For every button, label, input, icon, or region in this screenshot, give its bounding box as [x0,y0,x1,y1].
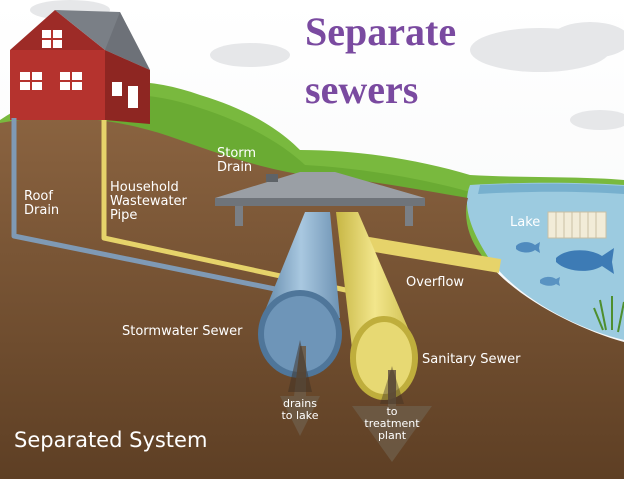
label-lake: Lake [510,215,541,230]
label-household-line-3: Pipe [110,208,138,223]
label-storm-drain-line-2: Drain [217,160,253,175]
label-drains-to-lake: drains to lake [272,398,328,422]
label-drains-line-2: to lake [281,409,319,422]
roof-drain-pipe [11,118,281,293]
label-overflow: Overflow [406,275,465,290]
label-to-treatment-plant: to treatment plant [356,406,428,442]
label-drains-line-1: drains [282,397,317,410]
label-sanitary-sewer: Sanitary Sewer [422,352,521,367]
label-roof-drain-line-2: Drain [24,203,60,218]
sanitary-sewer-pipe [336,212,418,400]
footer-caption: Separated System [14,428,208,452]
title-line-1: Separate [305,9,457,54]
label-household-pipe: Household Wastewater Pipe [110,181,187,223]
household-wastewater-pipe [101,120,356,295]
label-roof-drain: Roof Drain [24,190,59,218]
dock [547,211,607,239]
house [10,10,150,124]
label-roof-drain-line-1: Roof [24,189,53,204]
label-storm-drain: Storm Drain [217,147,256,175]
reeds [593,296,624,333]
label-stormwater-sewer: Stormwater Sewer [122,324,243,339]
fish [516,242,614,286]
label-treatment-line-3: plant [377,429,407,442]
label-treatment-line-1: to [386,405,398,418]
label-household-line-1: Household [110,180,179,195]
label-household-line-2: Wastewater [110,194,187,209]
storm-drain-structure [215,172,425,226]
label-treatment-line-2: treatment [364,417,420,430]
title-line-2: sewers [305,67,419,112]
label-storm-drain-line-1: Storm [217,146,257,161]
arrow-to-treatment-plant [352,370,432,462]
stormwater-sewer-pipe [258,212,342,378]
